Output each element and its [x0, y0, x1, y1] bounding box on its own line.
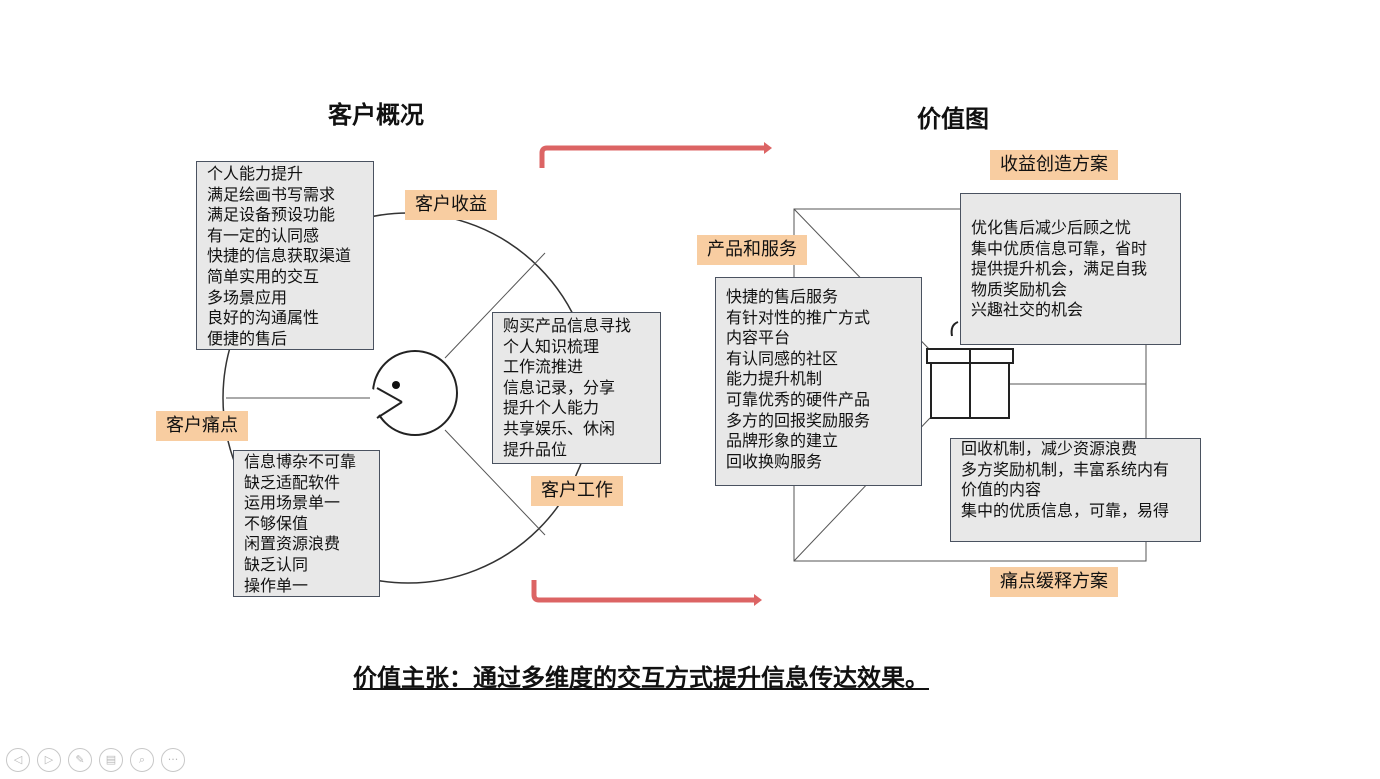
tag-products: 产品和服务 — [697, 235, 807, 265]
gift-icon — [926, 321, 1014, 419]
list-item: 优化售后减少后顾之忧 — [971, 218, 1132, 237]
list-item: 回收换购服务 — [726, 451, 823, 471]
list-item: 多场景应用 — [207, 287, 288, 307]
products-list: 快捷的售后服务 有针对性的推广方式 内容平台 有认同感的社区 能力提升机制 可靠… — [715, 277, 922, 486]
profile-divider-bottom — [444, 429, 546, 536]
pains-list: 信息博杂不可靠 缺乏适配软件 运用场景单一 不够保值 闲置资源浪费 缺乏认同 操… — [233, 450, 380, 597]
more-icon[interactable]: ··· — [161, 748, 185, 772]
list-item: 集中优质信息可靠，省时 — [971, 238, 1148, 258]
next-icon[interactable]: ▷ — [37, 748, 61, 772]
list-item: 集中的优质信息，可靠，易得 — [961, 500, 1170, 520]
list-item: 快捷的售后服务 — [726, 287, 839, 306]
customer-face-icon — [370, 350, 458, 436]
list-item: 有认同感的社区 — [726, 348, 839, 368]
list-item: 缺乏认同 — [244, 554, 309, 574]
list-item: 提升品位 — [503, 439, 568, 459]
list-item: 多方奖励机制，丰富系统内有 — [961, 459, 1170, 479]
tag-jobs: 客户工作 — [531, 476, 623, 506]
pain-relievers-list: 回收机制，减少资源浪费 多方奖励机制，丰富系统内有 价值的内容 集中的优质信息，… — [950, 438, 1201, 542]
list-item: 多方的回报奖励服务 — [726, 410, 871, 430]
list-item: 信息博杂不可靠 — [244, 452, 357, 471]
value-map-title: 价值图 — [917, 105, 989, 133]
presentation-controls: ◁ ▷ ✎ ▤ ⌕ ··· — [6, 748, 185, 772]
arrow-top-icon — [539, 142, 772, 168]
list-item: 品牌形象的建立 — [726, 431, 839, 451]
tag-gains: 客户收益 — [405, 190, 497, 220]
list-item: 能力提升机制 — [726, 369, 823, 389]
list-item: 价值的内容 — [961, 480, 1042, 500]
list-item: 良好的沟通属性 — [207, 308, 320, 328]
pen-icon[interactable]: ✎ — [68, 748, 92, 772]
list-item: 满足绘画书写需求 — [207, 184, 336, 204]
list-item: 缺乏适配软件 — [244, 472, 341, 492]
list-item: 回收机制，减少资源浪费 — [961, 439, 1138, 458]
gains-list: 个人能力提升 满足绘画书写需求 满足设备预设功能 有一定的认同感 快捷的信息获取… — [196, 161, 374, 350]
list-item: 兴趣社交的机会 — [971, 300, 1084, 320]
tag-pain-relievers: 痛点缓释方案 — [990, 567, 1118, 597]
list-item: 个人能力提升 — [207, 164, 304, 183]
list-item: 提升个人能力 — [503, 398, 600, 418]
list-item: 操作单一 — [244, 575, 309, 595]
list-item: 内容平台 — [726, 328, 791, 348]
list-item: 物质奖励机会 — [971, 279, 1068, 299]
list-item: 运用场景单一 — [244, 493, 341, 513]
value-proposition: 价值主张：通过多维度的交互方式提升信息传达效果。 — [353, 664, 929, 692]
list-item: 满足设备预设功能 — [207, 205, 336, 225]
list-item: 购买产品信息寻找 — [503, 316, 632, 335]
list-item: 快捷的信息获取渠道 — [207, 246, 352, 266]
prev-icon[interactable]: ◁ — [6, 748, 30, 772]
list-item: 简单实用的交互 — [207, 266, 320, 286]
list-item: 信息记录，分享 — [503, 377, 616, 397]
list-item: 工作流推进 — [503, 357, 584, 377]
jobs-list: 购买产品信息寻找 个人知识梳理 工作流推进 信息记录，分享 提升个人能力 共享娱… — [492, 312, 661, 464]
list-item: 提供提升机会，满足自我 — [971, 259, 1148, 279]
tag-pains: 客户痛点 — [156, 411, 248, 441]
list-item: 不够保值 — [244, 513, 309, 533]
list-item: 可靠优秀的硬件产品 — [726, 389, 871, 409]
slides-icon[interactable]: ▤ — [99, 748, 123, 772]
list-item: 有一定的认同感 — [207, 225, 320, 245]
arrow-bottom-icon — [531, 580, 762, 606]
profile-divider-top — [444, 252, 546, 359]
list-item: 有针对性的推广方式 — [726, 307, 871, 327]
list-item: 闲置资源浪费 — [244, 534, 341, 554]
tag-gain-creators: 收益创造方案 — [990, 150, 1118, 180]
list-item: 个人知识梳理 — [503, 336, 600, 356]
list-item: 便捷的售后 — [207, 328, 288, 348]
list-item: 共享娱乐、休闲 — [503, 418, 616, 438]
gain-creators-list: 优化售后减少后顾之忧 集中优质信息可靠，省时 提供提升机会，满足自我 物质奖励机… — [960, 193, 1181, 345]
zoom-icon[interactable]: ⌕ — [130, 748, 154, 772]
customer-profile-title: 客户概况 — [328, 101, 424, 129]
